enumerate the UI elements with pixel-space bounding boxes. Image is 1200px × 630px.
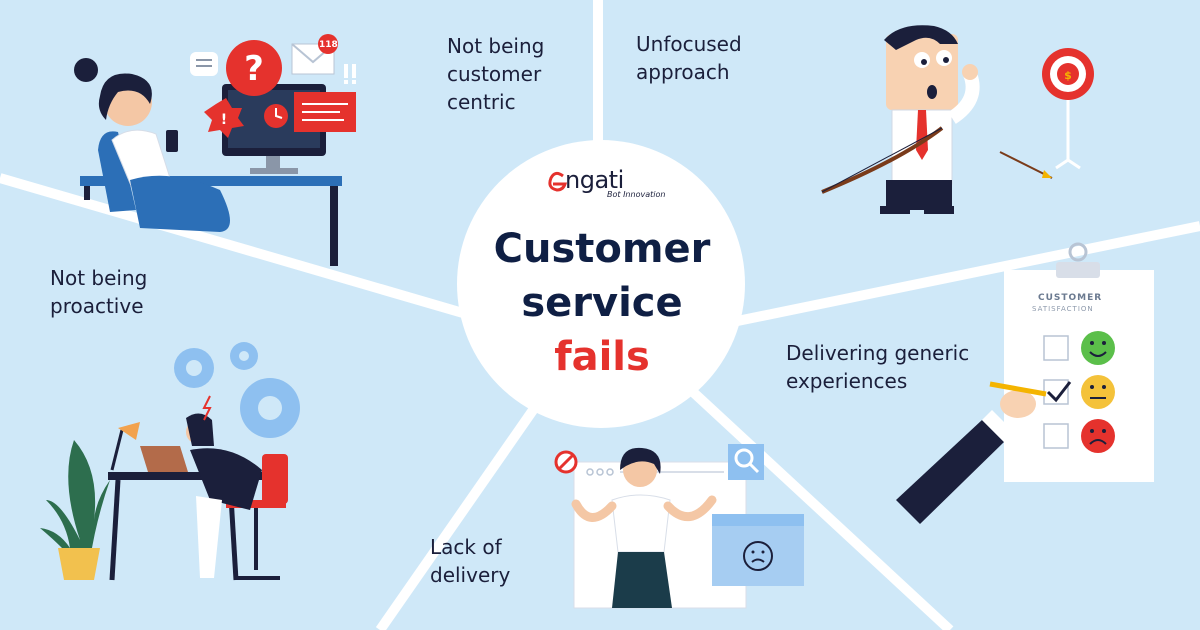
title-line-1: Customer xyxy=(493,226,711,272)
desk-leg xyxy=(330,186,338,266)
woman-shirt xyxy=(111,129,171,189)
alert-burst-icon xyxy=(204,98,244,138)
divider-right xyxy=(716,221,1200,330)
phone xyxy=(166,130,178,152)
gear-icon xyxy=(174,342,300,438)
title-line-3: fails xyxy=(554,334,650,380)
svg-text:!: ! xyxy=(221,112,227,128)
desk-top xyxy=(80,176,342,186)
neutral-face-icon xyxy=(1081,375,1115,409)
logo-word: ngati xyxy=(565,166,624,194)
engati-logo: ngati Bot Innovation xyxy=(547,166,667,206)
checkbox-3 xyxy=(1043,423,1069,449)
pencil xyxy=(989,381,1047,397)
notification-count: 118 xyxy=(319,40,338,50)
label-not-customer-centric: Not being customer centric xyxy=(447,34,545,114)
label-not-proactive: Not being proactive xyxy=(50,266,148,318)
woman-legs xyxy=(130,175,230,232)
label-unfocused-approach: Unfocused approach xyxy=(636,32,742,84)
woman-shirt xyxy=(611,494,671,553)
bow xyxy=(821,126,944,194)
plant-pot xyxy=(58,548,100,580)
man-pants xyxy=(886,180,952,210)
checkmark-icon xyxy=(1046,381,1072,403)
svg-text:?: ? xyxy=(244,49,264,89)
arm-sleeve xyxy=(896,420,1004,524)
label-lack-of-delivery: Lack of delivery xyxy=(430,535,511,587)
lamp xyxy=(110,429,124,471)
label-generic-experiences: Delivering generic experiences xyxy=(786,341,970,393)
stress-icon xyxy=(202,395,212,421)
exclamation-icon xyxy=(344,64,356,84)
plant xyxy=(40,440,110,560)
sad-face-icon xyxy=(1081,419,1115,453)
title-line-2: service xyxy=(521,280,683,326)
divider-left xyxy=(0,173,482,323)
woman-pants xyxy=(196,496,222,578)
woman-skirt xyxy=(612,552,672,608)
clip xyxy=(1056,262,1100,278)
divider-bottom-left xyxy=(375,397,545,630)
checkbox-1 xyxy=(1043,335,1069,361)
hand xyxy=(1000,390,1036,418)
notification-badge xyxy=(318,34,338,54)
man-tie xyxy=(916,110,928,160)
survey-subtitle: SATISFACTION xyxy=(1032,305,1094,313)
happy-face-icon xyxy=(1081,331,1115,365)
center-circle xyxy=(457,140,745,428)
chair xyxy=(98,131,136,212)
search-icon xyxy=(734,448,754,468)
sad-face-icon xyxy=(743,541,773,571)
logo-mark-icon xyxy=(548,171,567,192)
chair xyxy=(262,454,288,504)
question-bubble-icon xyxy=(226,40,282,96)
laptop xyxy=(140,446,188,472)
desk-top xyxy=(108,472,284,480)
main-title: Customer service fails xyxy=(460,222,744,384)
survey-title: CUSTOMER xyxy=(1038,293,1103,303)
survey-sheet xyxy=(1004,270,1154,482)
svg-text:$: $ xyxy=(1064,69,1072,82)
woman-top xyxy=(190,448,262,510)
logo-tagline: Bot Innovation xyxy=(607,190,666,199)
chat-bubble-icon xyxy=(190,52,218,76)
divider-bottom-right xyxy=(676,376,954,630)
